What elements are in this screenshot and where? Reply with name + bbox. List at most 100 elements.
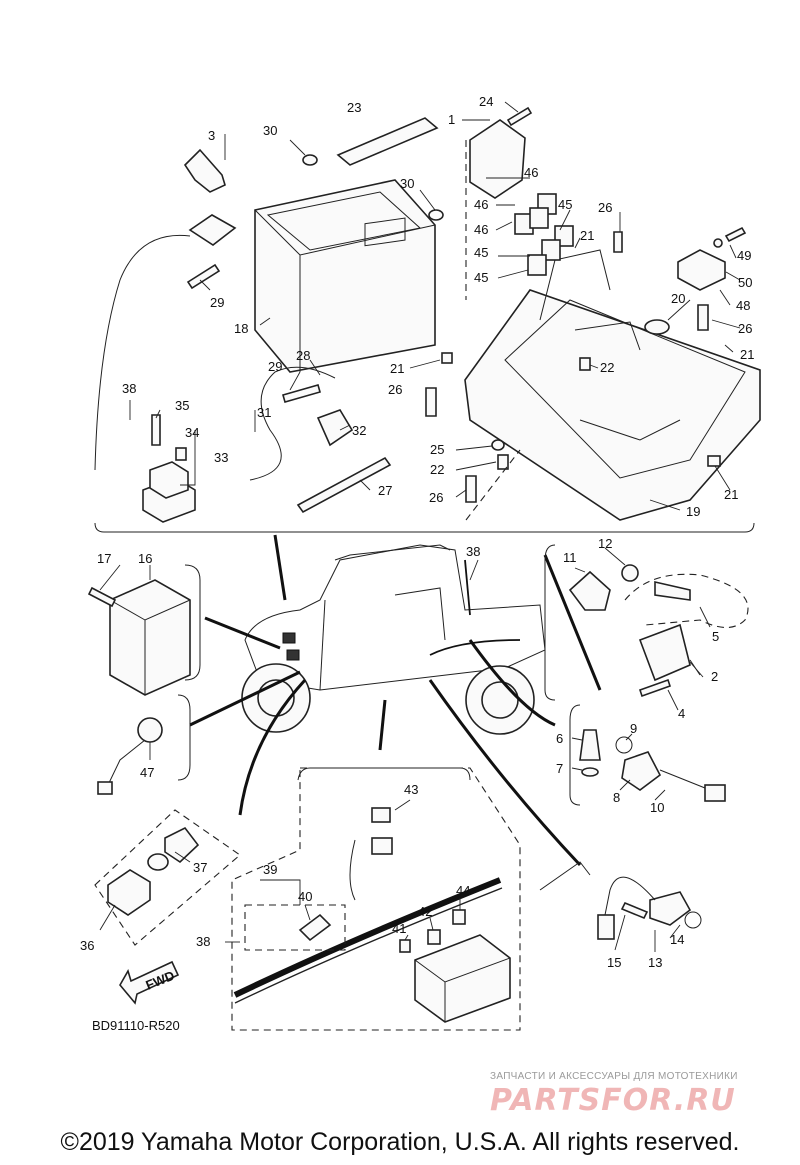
callout-47: 47 — [140, 765, 154, 780]
callout-26: 26 — [598, 200, 612, 215]
callout-20: 20 — [671, 291, 685, 306]
connector-line — [204, 616, 281, 650]
o-ring — [615, 736, 633, 754]
callout-10: 10 — [650, 800, 664, 815]
bolt — [506, 106, 533, 127]
temperature-sensor — [568, 564, 639, 611]
callout-26: 26 — [429, 490, 443, 505]
callout-22: 22 — [600, 360, 614, 375]
battery-lead — [94, 234, 191, 471]
callout-6: 6 — [556, 731, 563, 746]
callout-3: 3 — [208, 128, 215, 143]
callout-26: 26 — [388, 382, 402, 397]
bolt — [613, 231, 623, 253]
callout-30: 30 — [400, 176, 414, 191]
callout-1: 1 — [448, 112, 455, 127]
callout-45: 45 — [474, 245, 488, 260]
vehicle — [241, 544, 546, 735]
relay — [527, 254, 547, 276]
bolt — [724, 226, 747, 243]
speed-sensor — [97, 717, 163, 795]
callout-43: 43 — [404, 782, 418, 797]
terminal-cover — [188, 214, 237, 246]
callout-16: 16 — [138, 551, 152, 566]
fuse — [399, 939, 411, 953]
diagram-code: BD91110-R520 — [92, 1018, 180, 1033]
clip — [441, 352, 453, 364]
callout-12: 12 — [598, 536, 612, 551]
clip — [707, 455, 721, 467]
bolt — [638, 678, 672, 698]
battery-box — [464, 249, 761, 521]
terminal-washer — [428, 209, 444, 221]
bolt — [151, 414, 161, 446]
callout-29: 29 — [268, 359, 282, 374]
callout-21: 21 — [724, 487, 738, 502]
callout-22: 22 — [430, 462, 444, 477]
callout-13: 13 — [648, 955, 662, 970]
callout-37: 37 — [193, 860, 207, 875]
fuse-box — [469, 119, 526, 199]
crank-sensor — [597, 876, 702, 940]
nut — [491, 439, 505, 451]
clip — [497, 454, 509, 470]
callout-46: 46 — [524, 165, 538, 180]
callout-45: 45 — [558, 197, 572, 212]
callout-38: 38 — [122, 381, 136, 396]
terminal-washer — [302, 154, 318, 166]
callout-26: 26 — [738, 321, 752, 336]
bolt — [425, 387, 437, 417]
bolt — [620, 901, 649, 920]
battery-strap — [336, 117, 439, 166]
cable-clamp — [183, 148, 226, 193]
starter-relay — [142, 461, 196, 523]
callout-21: 21 — [390, 361, 404, 376]
callout-25: 25 — [430, 442, 444, 457]
callout-31: 31 — [257, 405, 271, 420]
bolt — [87, 586, 117, 608]
relay-43 — [371, 807, 391, 823]
fuse — [427, 929, 441, 945]
callout-32: 32 — [352, 423, 366, 438]
section-bracket — [539, 861, 591, 891]
copyright-notice: ©2019 Yamaha Motor Corporation, U.S.A. A… — [60, 1128, 740, 1156]
section-bracket — [544, 544, 556, 701]
callout-46: 46 — [474, 222, 488, 237]
parts-diagram: FWD — [80, 94, 761, 1031]
connector-line — [238, 678, 307, 816]
cable-band — [296, 456, 392, 514]
bolt — [282, 384, 321, 403]
callout-2: 2 — [711, 669, 718, 684]
callout-42: 42 — [418, 904, 432, 919]
callout-7: 7 — [556, 761, 563, 776]
callout-36: 36 — [80, 938, 94, 953]
callout-49: 49 — [737, 248, 751, 263]
callout-17: 17 — [97, 551, 111, 566]
watermark-logo: PARTSFOR.RU — [490, 1083, 736, 1118]
connector — [371, 837, 393, 855]
section-bracket — [184, 564, 201, 681]
leader-lines — [99, 101, 741, 952]
harness-lead — [349, 839, 356, 901]
callout-29: 29 — [210, 295, 224, 310]
callout-39: 39 — [263, 862, 277, 877]
harness-top-arc — [297, 767, 471, 781]
neutral-switch — [107, 826, 200, 916]
battery — [254, 179, 436, 373]
callout-18: 18 — [234, 321, 248, 336]
fuse — [452, 909, 466, 925]
clip — [579, 357, 591, 371]
fwd-label: FWD — [144, 968, 177, 993]
connector-small — [298, 913, 332, 942]
spark-plug — [579, 729, 601, 777]
watermark-tagline: ЗАПЧАСТИ И АКСЕССУАРЫ ДЛЯ МОТОТЕХНИКИ — [490, 1071, 738, 1082]
throttle-sensor — [621, 751, 726, 802]
wire-harness — [233, 877, 502, 998]
dashed-section — [94, 809, 241, 946]
fuse-block — [414, 934, 511, 1023]
callout-21: 21 — [740, 347, 754, 362]
section-bracket — [177, 694, 191, 781]
fwd-arrow-icon: FWD — [119, 960, 180, 1005]
callout-40: 40 — [298, 889, 312, 904]
callout-44: 44 — [456, 883, 470, 898]
